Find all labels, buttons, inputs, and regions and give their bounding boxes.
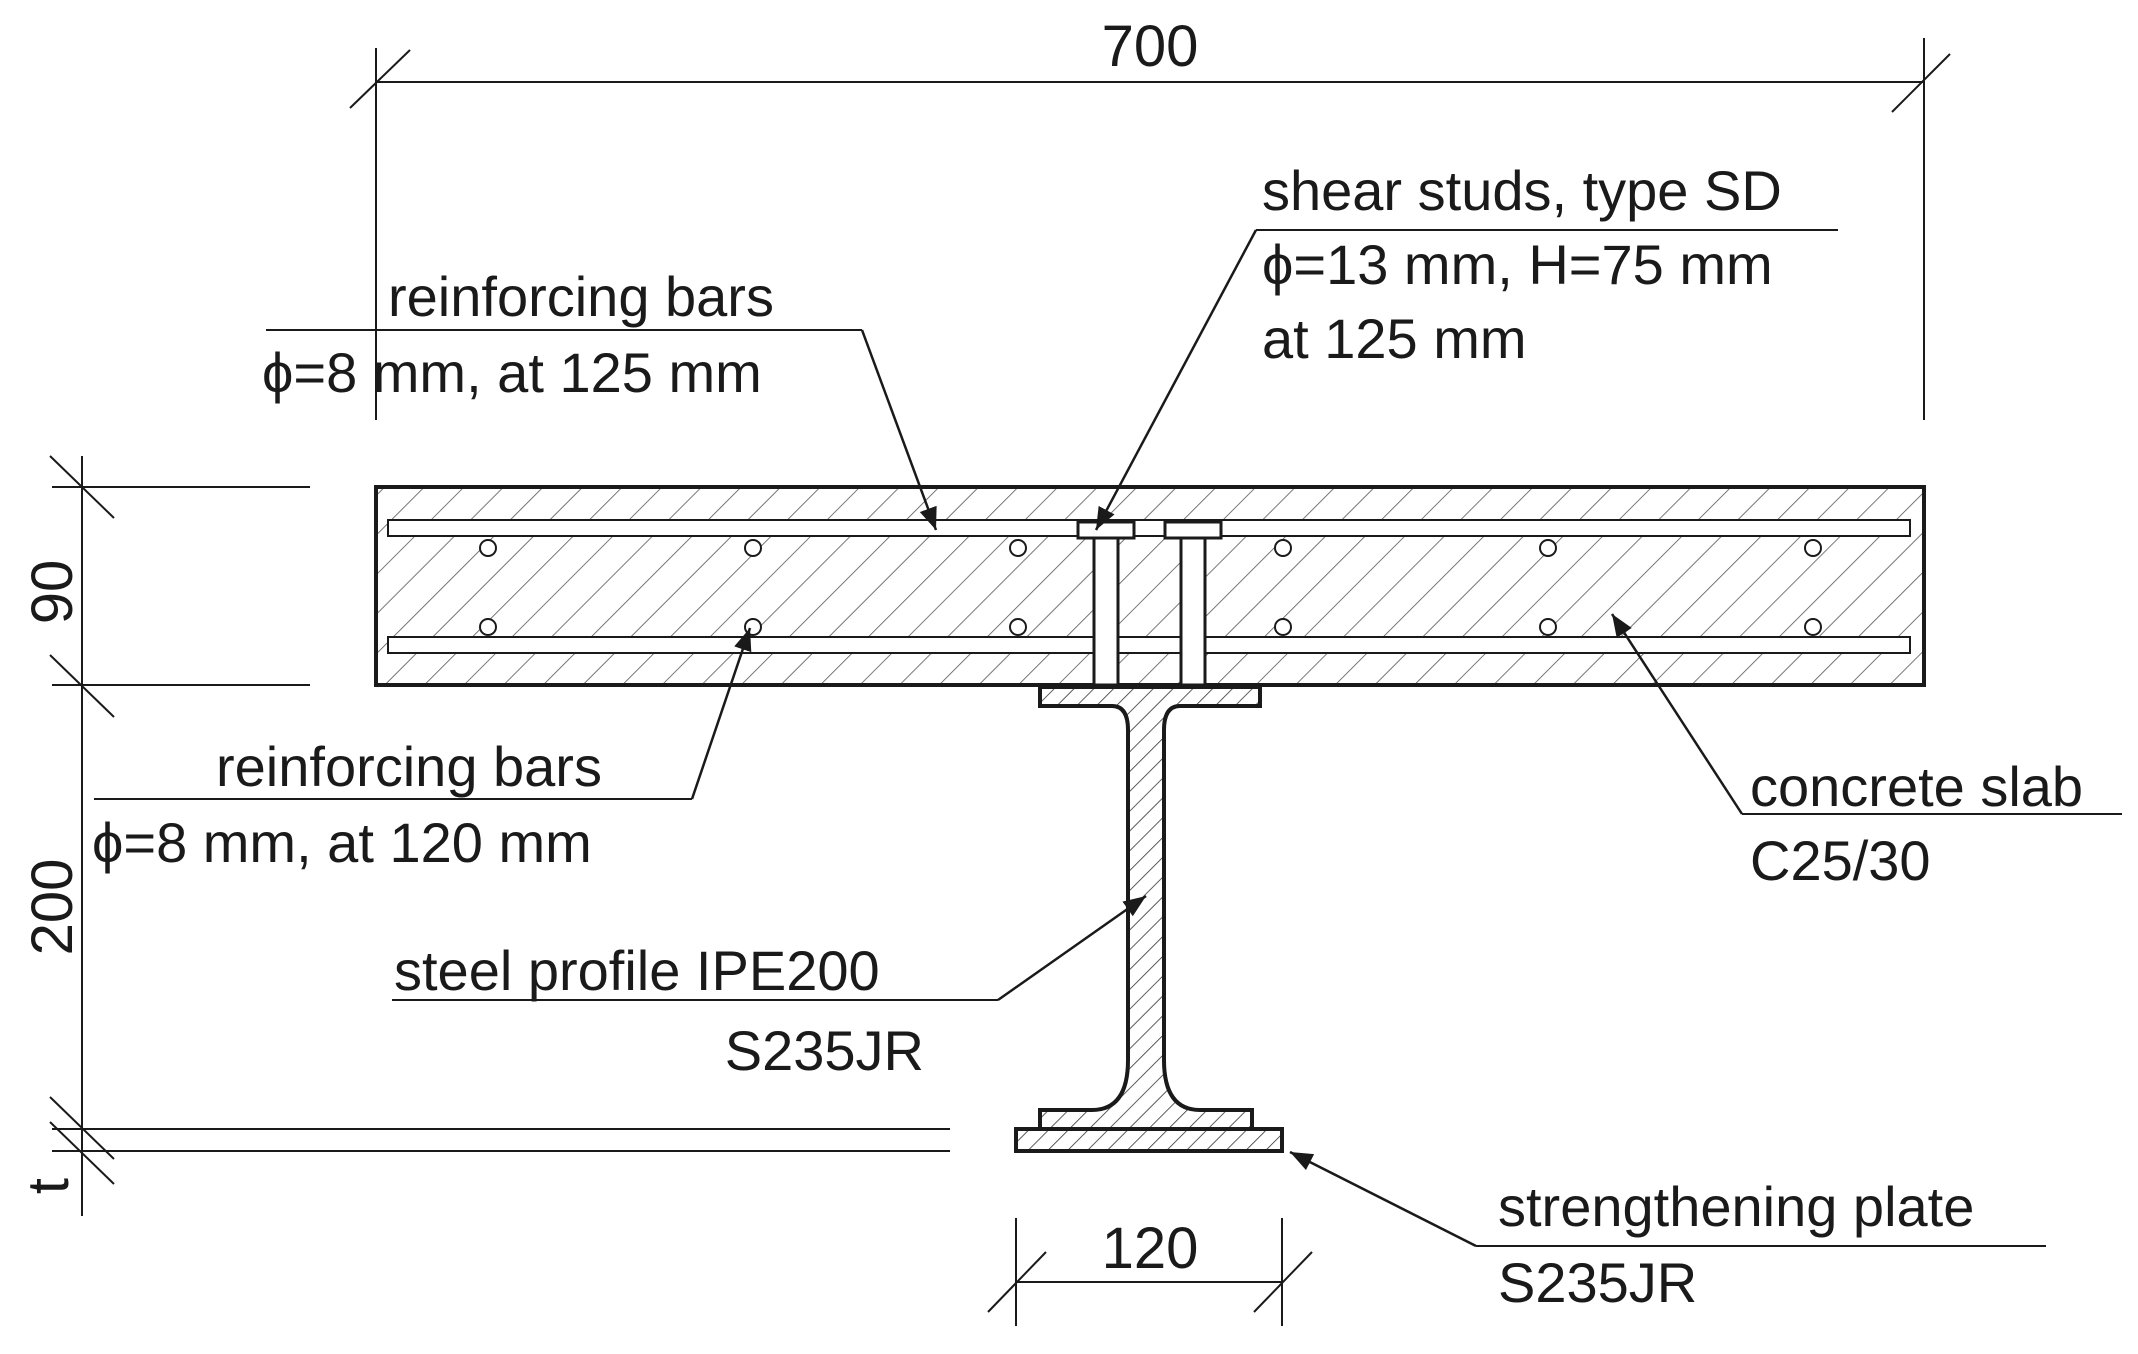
studs-line1: shear studs, type SD — [1262, 159, 1782, 222]
rebar-dots-top — [479, 539, 1822, 557]
concrete-line1: concrete slab — [1750, 755, 2083, 818]
concrete-slab — [374, 485, 1926, 687]
rebar-dots-bottom — [479, 618, 1822, 636]
label-shear-studs: shear studs, type SD ϕ=13 mm, H=75 mm at… — [1094, 159, 1838, 531]
studs-line2: ϕ=13 mm, H=75 mm — [1262, 233, 1773, 296]
dim-label-90: 90 — [20, 560, 85, 625]
label-rebar-bottom: reinforcing bars ϕ=8 mm, at 120 mm — [92, 627, 752, 874]
rebar-longitudinal-bottom — [387, 636, 1911, 654]
rebar-top-line2: ϕ=8 mm, at 125 mm — [262, 341, 762, 404]
rebar-longitudinal-top — [387, 519, 1911, 537]
dimension-700: 700 — [349, 14, 1951, 420]
label-strengthening-plate: strengthening plate S235JR — [1289, 1150, 2046, 1314]
label-steel-profile: steel profile IPE200 S235JR — [392, 894, 1147, 1082]
profile-line2: S235JR — [725, 1019, 924, 1082]
profile-line1: steel profile IPE200 — [394, 939, 880, 1002]
rebar-bottom-line1: reinforcing bars — [216, 735, 602, 798]
label-concrete-slab: concrete slab C25/30 — [1610, 613, 2122, 892]
dim-label-120: 120 — [1102, 1216, 1199, 1281]
dim-label-200: 200 — [20, 859, 85, 956]
concrete-line2: C25/30 — [1750, 829, 1931, 892]
dim-label-700: 700 — [1102, 14, 1199, 79]
label-rebar-top: reinforcing bars ϕ=8 mm, at 125 mm — [262, 265, 938, 531]
strengthening-plate — [1014, 1127, 1284, 1153]
plate-line2: S235JR — [1498, 1251, 1697, 1314]
studs-line3: at 125 mm — [1262, 307, 1527, 370]
steel-profile — [1038, 685, 1262, 1131]
rebar-top-line1: reinforcing bars — [388, 265, 774, 328]
dimension-120: 120 — [987, 1216, 1313, 1326]
dim-label-t: t — [16, 1178, 81, 1194]
dimension-vertical: 90 200 t — [16, 455, 950, 1216]
plate-line1: strengthening plate — [1498, 1175, 1974, 1238]
rebar-bottom-line2: ϕ=8 mm, at 120 mm — [92, 811, 592, 874]
